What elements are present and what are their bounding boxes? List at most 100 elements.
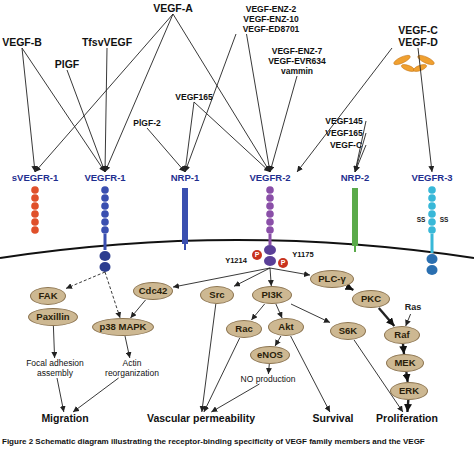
signal-oval: MEK bbox=[386, 354, 424, 372]
node-text: Raf bbox=[394, 330, 409, 340]
outcome-label: Proliferation bbox=[366, 412, 448, 424]
ligand-label: VEGF-A bbox=[148, 2, 198, 14]
signal-oval: eNOS bbox=[250, 346, 290, 364]
node-text: NO production bbox=[236, 374, 300, 384]
node-text: VEGF-C bbox=[326, 140, 366, 150]
disulfide-label: SS bbox=[414, 216, 428, 224]
signal-arrow bbox=[22, 48, 105, 172]
signal-arrow bbox=[291, 336, 330, 412]
vegfr3-domains bbox=[427, 186, 438, 275]
signal-arrow bbox=[355, 133, 366, 172]
signal-oval: Paxillin bbox=[28, 308, 78, 326]
signal-arrow bbox=[406, 372, 407, 382]
vegfr2-domains bbox=[264, 186, 276, 266]
node-text: VEGF-C bbox=[392, 24, 444, 36]
signal-arrow bbox=[247, 34, 271, 172]
node-text: MEK bbox=[394, 358, 415, 368]
nrp1-bar bbox=[182, 188, 188, 250]
signal-arrow bbox=[147, 128, 185, 172]
process-note: Focal adhesion assembly bbox=[20, 358, 90, 378]
node-text: Akt bbox=[278, 322, 293, 332]
signal-arrow bbox=[204, 338, 240, 412]
ligand-label: PlGF bbox=[50, 58, 84, 70]
signal-arrow bbox=[67, 70, 105, 172]
node-text: VEGF-ENZ-7 bbox=[262, 46, 332, 56]
residue-label: Y1175 bbox=[289, 250, 317, 259]
signal-arrow bbox=[234, 268, 270, 286]
svegfr1-domains bbox=[31, 186, 39, 234]
isoform-label: VEGF165 bbox=[322, 128, 366, 138]
signal-arrow bbox=[194, 102, 270, 172]
outcome-label: Vascular permeability bbox=[140, 412, 262, 424]
vegfr1-domains bbox=[100, 186, 111, 272]
residue-label: Y1214 bbox=[222, 256, 250, 265]
signal-arrow bbox=[35, 14, 173, 172]
node-text: TfsvVEGF bbox=[78, 36, 136, 48]
node-text: p38 MAPK bbox=[100, 322, 147, 332]
signal-arrow bbox=[275, 336, 281, 346]
signal-arrow bbox=[354, 340, 403, 412]
node-text: VEGF-A bbox=[148, 2, 198, 14]
signal-arrow bbox=[406, 400, 409, 412]
node-text: S6K bbox=[339, 326, 357, 336]
node-text: Proliferation bbox=[366, 412, 448, 424]
node-text: VEGFR-2 bbox=[243, 172, 297, 183]
outcome-label: Migration bbox=[35, 412, 95, 424]
signal-arrow bbox=[406, 314, 411, 326]
node-text: PlGF-2 bbox=[128, 118, 166, 128]
signal-oval: Raf bbox=[384, 326, 420, 344]
node-text: VEGF-ENZ-10 bbox=[236, 14, 306, 24]
node-text: Focal adhesion assembly bbox=[20, 358, 90, 378]
signal-arrow bbox=[379, 308, 395, 326]
node-text: sVEGFR-1 bbox=[8, 172, 62, 183]
node-text: NRP-2 bbox=[335, 172, 375, 183]
signal-arrow bbox=[211, 384, 259, 412]
ligand-stack: VEGF-ENZ-7VEGF-EVR634vammin bbox=[262, 46, 332, 76]
node-text: eNOS bbox=[257, 350, 283, 360]
node-text: VEGF165 bbox=[322, 128, 366, 138]
node-text: VEGFR-1 bbox=[78, 172, 132, 183]
node-text: Rac bbox=[235, 324, 252, 334]
isoform-label: VEGF-C bbox=[326, 140, 366, 150]
node-text: PLC-γ bbox=[318, 274, 345, 284]
node-text: Migration bbox=[35, 412, 95, 424]
node-text: PKC bbox=[361, 294, 381, 304]
cell-membrane bbox=[0, 240, 474, 258]
process-note: Actin reorganization bbox=[100, 358, 164, 378]
signal-oval: PKC bbox=[352, 290, 390, 308]
signal-oval: S6K bbox=[330, 322, 366, 340]
isoform-label: PlGF-2 bbox=[128, 118, 166, 128]
ligand-label: VEGF-B bbox=[0, 36, 44, 48]
signal-oval: Src bbox=[200, 286, 234, 304]
outcome-label: Survival bbox=[305, 412, 361, 424]
disulfide-label: SS bbox=[437, 216, 451, 224]
signal-arrow bbox=[276, 304, 282, 318]
node-text: VEGF-ED8701 bbox=[236, 24, 306, 34]
signal-arrow bbox=[173, 14, 270, 172]
figure-caption: Figure 2 Schematic diagram illustrating … bbox=[2, 437, 472, 447]
node-text: VEGF-ENZ-2 bbox=[236, 4, 306, 14]
ligand-stack: VEGF-ENZ-2VEGF-ENZ-10VEGF-ED8701 bbox=[236, 4, 306, 34]
node-text: Survival bbox=[305, 412, 361, 424]
node-text: Ras bbox=[400, 302, 426, 313]
node-text: Src bbox=[209, 290, 224, 300]
receptor: sVEGFR-1 bbox=[8, 172, 62, 242]
node-text: VEGF-D bbox=[392, 36, 444, 48]
node-text: FAK bbox=[39, 291, 58, 301]
signal-text: Ras bbox=[400, 302, 426, 314]
node-text: vammin bbox=[262, 66, 332, 76]
vegf-cd-dimer bbox=[393, 53, 436, 72]
signal-oval: Rac bbox=[226, 320, 262, 338]
signal-arrow bbox=[251, 304, 264, 320]
nrp2-bar bbox=[352, 188, 358, 252]
node-text: Vascular permeability bbox=[140, 412, 262, 424]
signal-arrow bbox=[105, 48, 107, 172]
signal-arrow bbox=[105, 272, 120, 318]
signal-arrow bbox=[350, 288, 354, 290]
node-text: ERK bbox=[399, 386, 419, 396]
node-text: VEGF165 bbox=[172, 92, 216, 102]
node-text: PI3K bbox=[261, 290, 282, 300]
signal-oval: ERK bbox=[390, 382, 428, 400]
signal-oval: FAK bbox=[30, 287, 66, 305]
signal-arrow bbox=[131, 300, 146, 318]
